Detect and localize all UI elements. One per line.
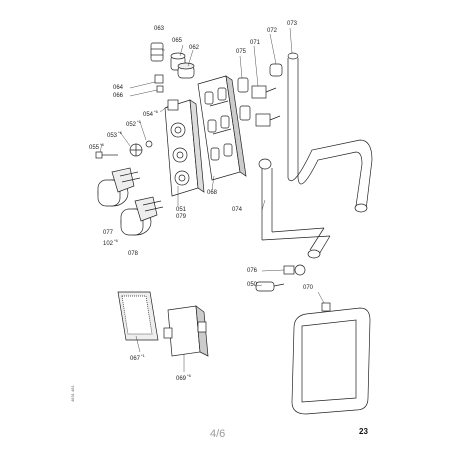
label-052: 052*6 (126, 118, 141, 129)
side-code: 4831 481 (70, 385, 75, 402)
part-072-fitting (269, 63, 283, 77)
label-067-footnote: *1 (141, 353, 145, 358)
part-075-valve (237, 77, 251, 121)
label-064: 064 (113, 85, 124, 91)
part-069-control-module (163, 305, 209, 357)
label-055-footnote: *6 (100, 142, 104, 147)
part-068-back-plate (197, 75, 247, 181)
part-077-pump-motor (97, 167, 141, 207)
label-078: 078 (128, 251, 139, 257)
part-073-pipe (287, 52, 373, 213)
label-055-text: 055 (89, 145, 100, 151)
part-064-066-small-fittings (154, 74, 164, 93)
label-069-footnote: *6 (187, 373, 191, 378)
label-050: 050 (247, 282, 258, 288)
label-055: 055*6 (89, 141, 104, 152)
label-067-text: 067 (130, 356, 141, 362)
label-066: 066 (113, 93, 124, 99)
part-071-valve (251, 85, 281, 127)
part-062-cap (177, 62, 195, 79)
label-102: 102*6 (103, 237, 118, 248)
label-076: 076 (247, 268, 258, 274)
label-054: 054*6 (143, 108, 158, 119)
part-063-screw-cap (150, 42, 164, 62)
label-077: 077 (103, 230, 114, 236)
part-050-valve (255, 281, 285, 292)
label-054-text: 054 (143, 112, 154, 118)
label-074: 074 (232, 207, 243, 213)
part-076-nut (283, 264, 306, 276)
hydraulic-block (164, 99, 205, 197)
leader-lines (99, 27, 325, 372)
part-070-expansion-vessel (291, 302, 371, 415)
label-069: 069*6 (176, 372, 191, 383)
label-052-footnote: *6 (137, 119, 141, 124)
part-052-053-impeller (129, 140, 153, 157)
label-051: 051 (176, 207, 187, 213)
label-067: 067*1 (130, 352, 145, 363)
label-071: 071 (250, 40, 261, 46)
part-078-pump-motor (120, 196, 164, 236)
label-063: 063 (154, 26, 165, 32)
label-053-footnote: *6 (118, 130, 122, 135)
label-079: 079 (176, 214, 187, 220)
page-indicator: 4/6 (210, 428, 226, 440)
part-067-filter (117, 291, 159, 341)
label-102-footnote: *6 (114, 238, 118, 243)
label-102-text: 102 (103, 241, 114, 247)
label-075: 075 (236, 49, 247, 55)
page-number: 23 (359, 427, 368, 436)
label-053: 053*6 (107, 129, 122, 140)
label-072: 072 (267, 28, 278, 34)
label-073: 073 (287, 21, 298, 27)
label-070: 070 (303, 285, 314, 291)
label-065: 065 (172, 38, 183, 44)
part-074-pipe (258, 158, 331, 259)
label-068: 068 (207, 190, 218, 196)
part-055-screw (95, 151, 118, 159)
label-052-text: 052 (126, 122, 137, 128)
label-062: 062 (189, 45, 200, 51)
label-069-text: 069 (176, 376, 187, 382)
label-053-text: 053 (107, 133, 118, 139)
label-054-footnote: *6 (154, 109, 158, 114)
